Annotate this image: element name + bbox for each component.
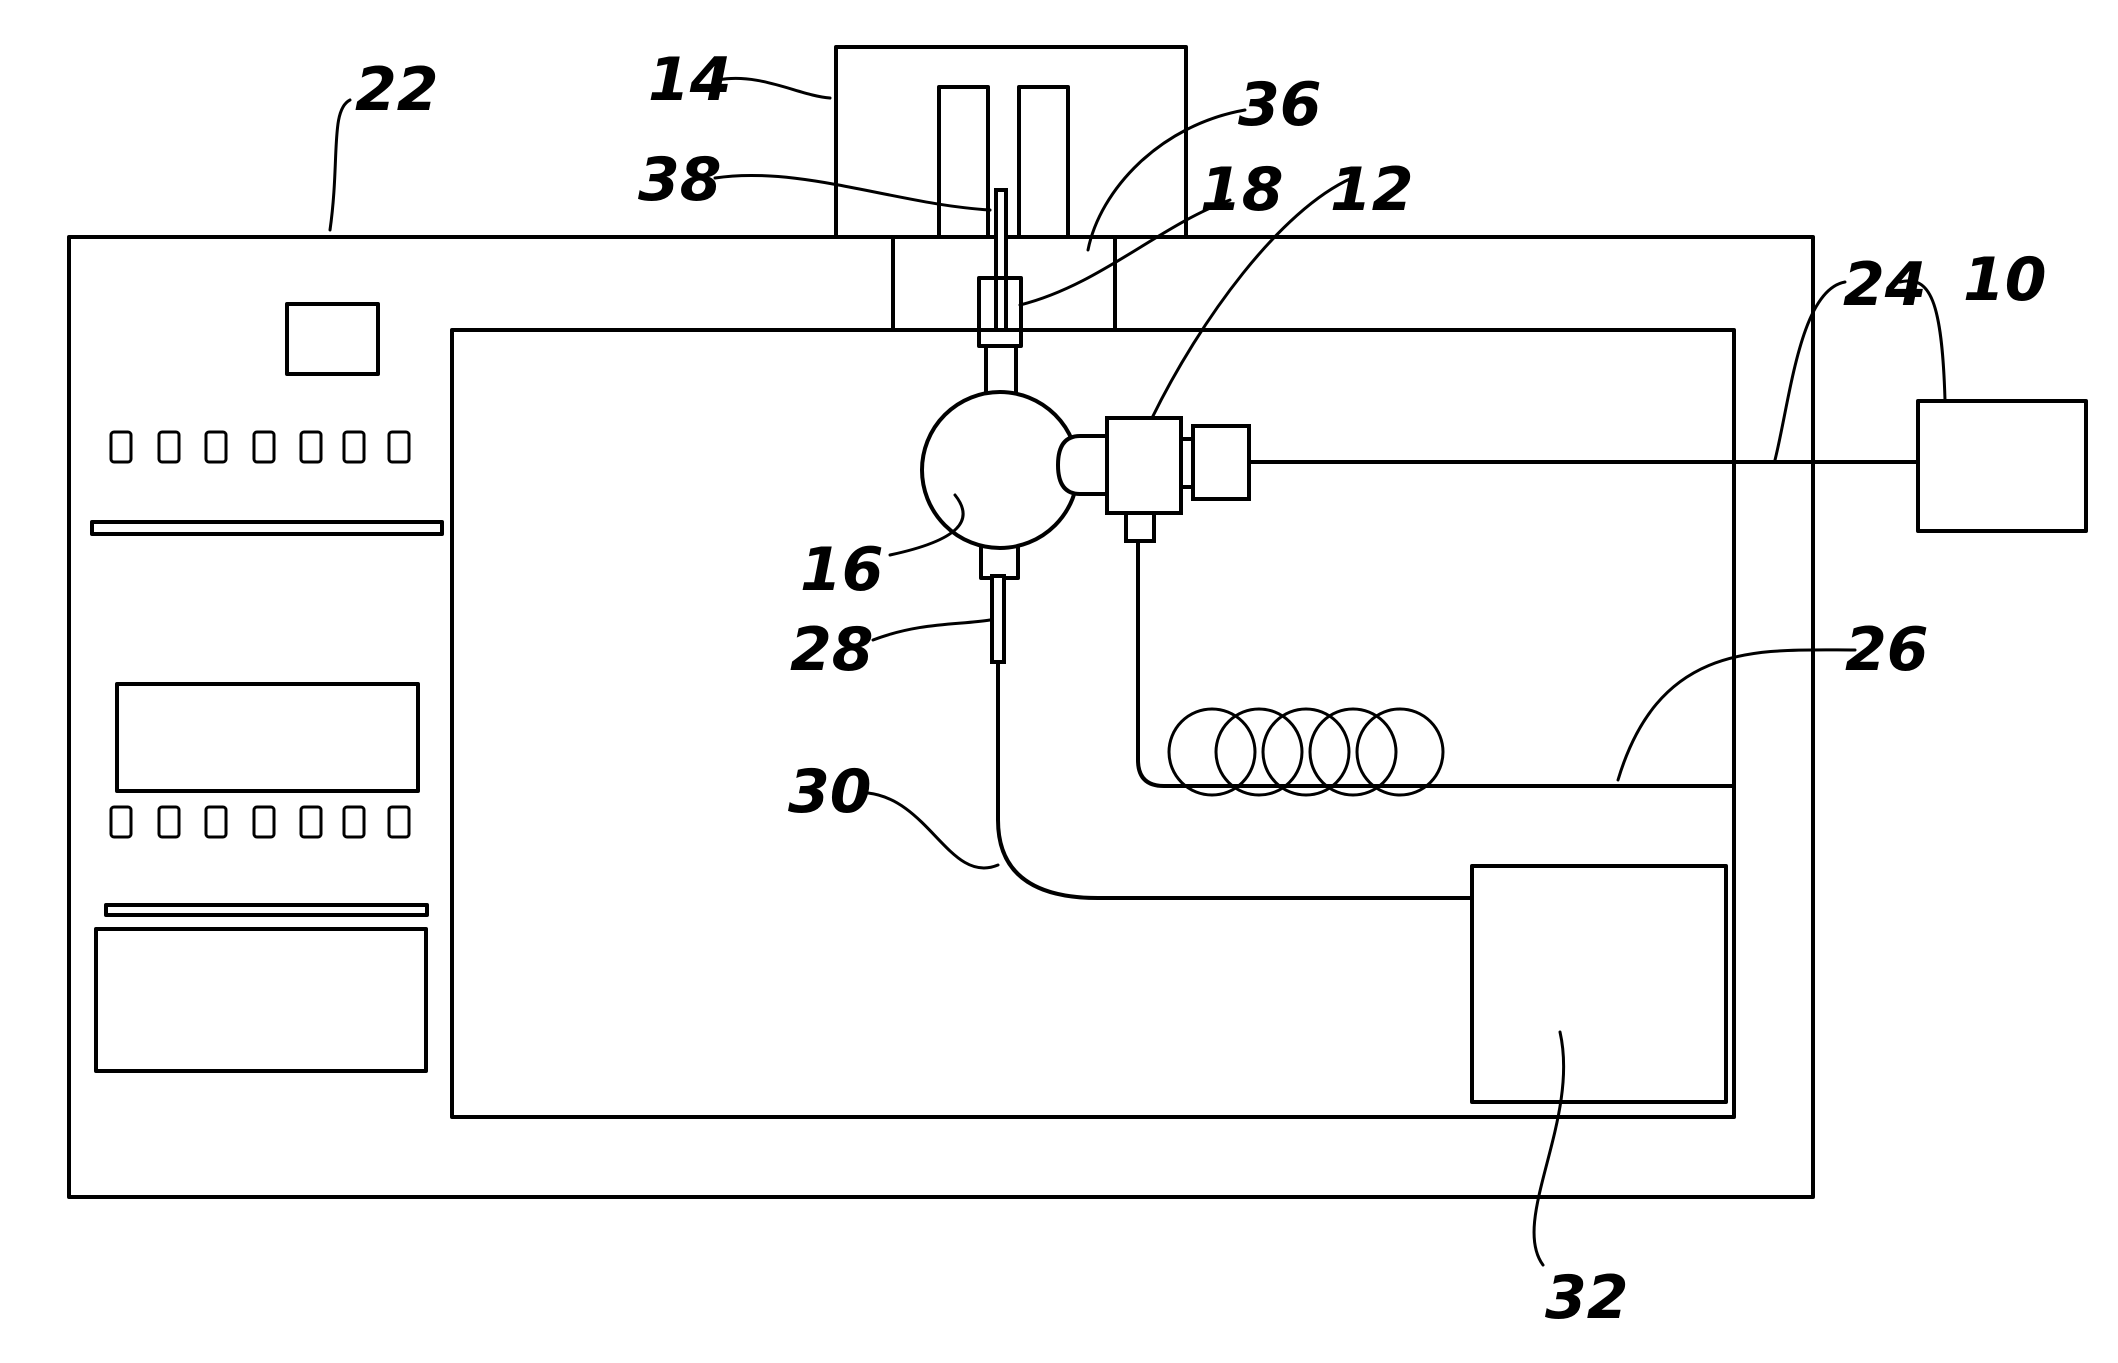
label-18: 18 bbox=[1200, 155, 1284, 225]
valve-bottom-port bbox=[1126, 513, 1154, 541]
label-12: 12 bbox=[1330, 155, 1414, 225]
label-24: 24 bbox=[1843, 250, 1927, 320]
leader-18 bbox=[1020, 200, 1230, 305]
panel-button bbox=[111, 807, 131, 837]
label-14: 14 bbox=[648, 45, 732, 115]
label-32: 32 bbox=[1545, 1263, 1629, 1333]
syringe-needle bbox=[996, 190, 1006, 330]
panel-button-row-top bbox=[111, 432, 409, 462]
valve bbox=[1107, 418, 1181, 513]
panel-slot-top bbox=[92, 522, 442, 534]
control-panel bbox=[92, 304, 442, 1071]
column-30 bbox=[998, 660, 1472, 898]
label-28: 28 bbox=[790, 615, 874, 685]
leader-14 bbox=[718, 78, 830, 98]
panel-button bbox=[344, 807, 364, 837]
valve-connector-right bbox=[1193, 426, 1249, 499]
panel-button bbox=[159, 432, 179, 462]
panel-display-large bbox=[117, 684, 418, 791]
label-16: 16 bbox=[800, 535, 884, 605]
panel-button bbox=[206, 432, 226, 462]
panel-button bbox=[389, 432, 409, 462]
panel-button bbox=[254, 807, 274, 837]
panel-button bbox=[254, 432, 274, 462]
panel-button bbox=[301, 432, 321, 462]
panel-button bbox=[389, 807, 409, 837]
leader-38 bbox=[715, 175, 990, 210]
panel-button-row-bottom bbox=[111, 807, 409, 837]
leader-30 bbox=[868, 793, 998, 868]
leader-28 bbox=[873, 620, 990, 640]
sample-vial-left bbox=[939, 87, 988, 237]
label-36: 36 bbox=[1238, 70, 1322, 140]
leader-32 bbox=[1534, 1032, 1564, 1265]
outlet-tube bbox=[992, 576, 1004, 662]
label-10: 10 bbox=[1963, 245, 2047, 315]
autosampler bbox=[836, 47, 1186, 237]
label-38: 38 bbox=[638, 145, 722, 215]
transfer-line bbox=[1138, 548, 1734, 786]
coil bbox=[1169, 709, 1443, 795]
leader-26 bbox=[1618, 650, 1855, 780]
gas-source bbox=[1918, 401, 2086, 531]
panel-slot-bottom bbox=[106, 905, 427, 915]
leader-24 bbox=[1775, 282, 1845, 460]
valve-connector-left bbox=[1058, 436, 1107, 494]
detector bbox=[1472, 866, 1726, 1102]
splitter bbox=[922, 392, 1078, 548]
label-22: 22 bbox=[355, 55, 439, 125]
panel-drawer bbox=[96, 929, 426, 1071]
label-30: 30 bbox=[788, 757, 872, 827]
panel-button bbox=[159, 807, 179, 837]
panel-display-small bbox=[287, 304, 378, 374]
sample-vial-right bbox=[1019, 87, 1068, 237]
panel-button bbox=[111, 432, 131, 462]
leader-22 bbox=[330, 100, 350, 230]
outer-housing bbox=[69, 237, 1813, 1197]
panel-button bbox=[206, 807, 226, 837]
panel-button bbox=[344, 432, 364, 462]
label-26: 26 bbox=[1845, 615, 1929, 685]
panel-button bbox=[301, 807, 321, 837]
